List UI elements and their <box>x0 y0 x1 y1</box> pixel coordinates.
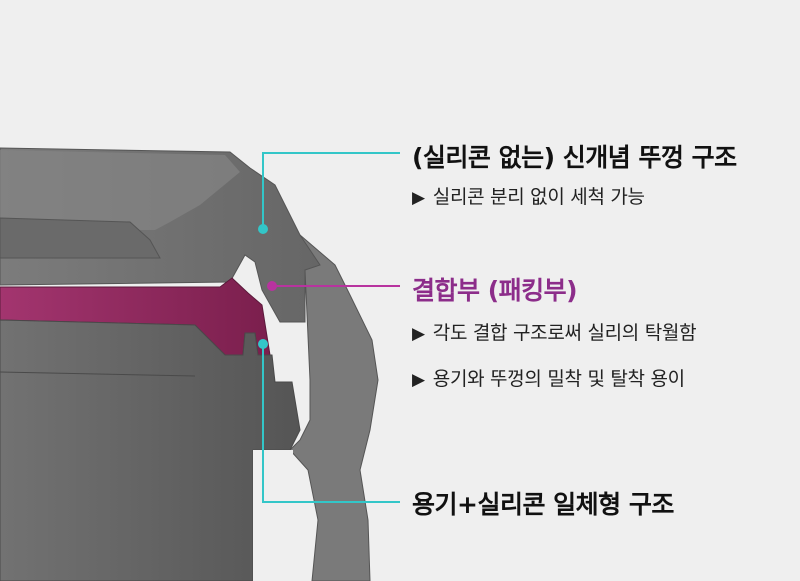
marker-dot-packing <box>267 281 277 291</box>
callout-title-lid: (실리콘 없는) 신개념 뚜껑 구조 <box>412 143 737 172</box>
callout-title-container: 용기+실리콘 일체형 구조 <box>412 490 674 519</box>
gap-opening <box>253 450 293 581</box>
bullet-text: 각도 결합 구조로써 실리의 탁월함 <box>432 322 697 344</box>
marker-dot-container <box>258 339 268 349</box>
leader-line-lid <box>262 152 400 229</box>
callout-bullet: ▶ 각도 결합 구조로써 실리의 탁월함 <box>412 318 697 345</box>
lid-top-surface <box>0 150 240 230</box>
bullet-text: 용기와 뚜껑의 밀착 및 탈착 용이 <box>432 368 685 390</box>
callout-title-packing: 결합부 (패킹부) <box>412 276 578 305</box>
leader-line-container <box>262 344 400 503</box>
triangle-right-icon: ▶ <box>412 324 425 344</box>
triangle-right-icon: ▶ <box>412 188 425 208</box>
callout-bullet: ▶ 용기와 뚜껑의 밀착 및 탈착 용이 <box>412 364 685 391</box>
bullet-text: 실리콘 분리 없이 세척 가능 <box>432 186 645 208</box>
outer-handle-shell <box>289 234 379 581</box>
marker-dot-lid <box>258 224 268 234</box>
lid-rim-ridge <box>0 217 161 259</box>
triangle-right-icon: ▶ <box>412 370 425 390</box>
callout-bullet: ▶ 실리콘 분리 없이 세척 가능 <box>412 182 645 209</box>
